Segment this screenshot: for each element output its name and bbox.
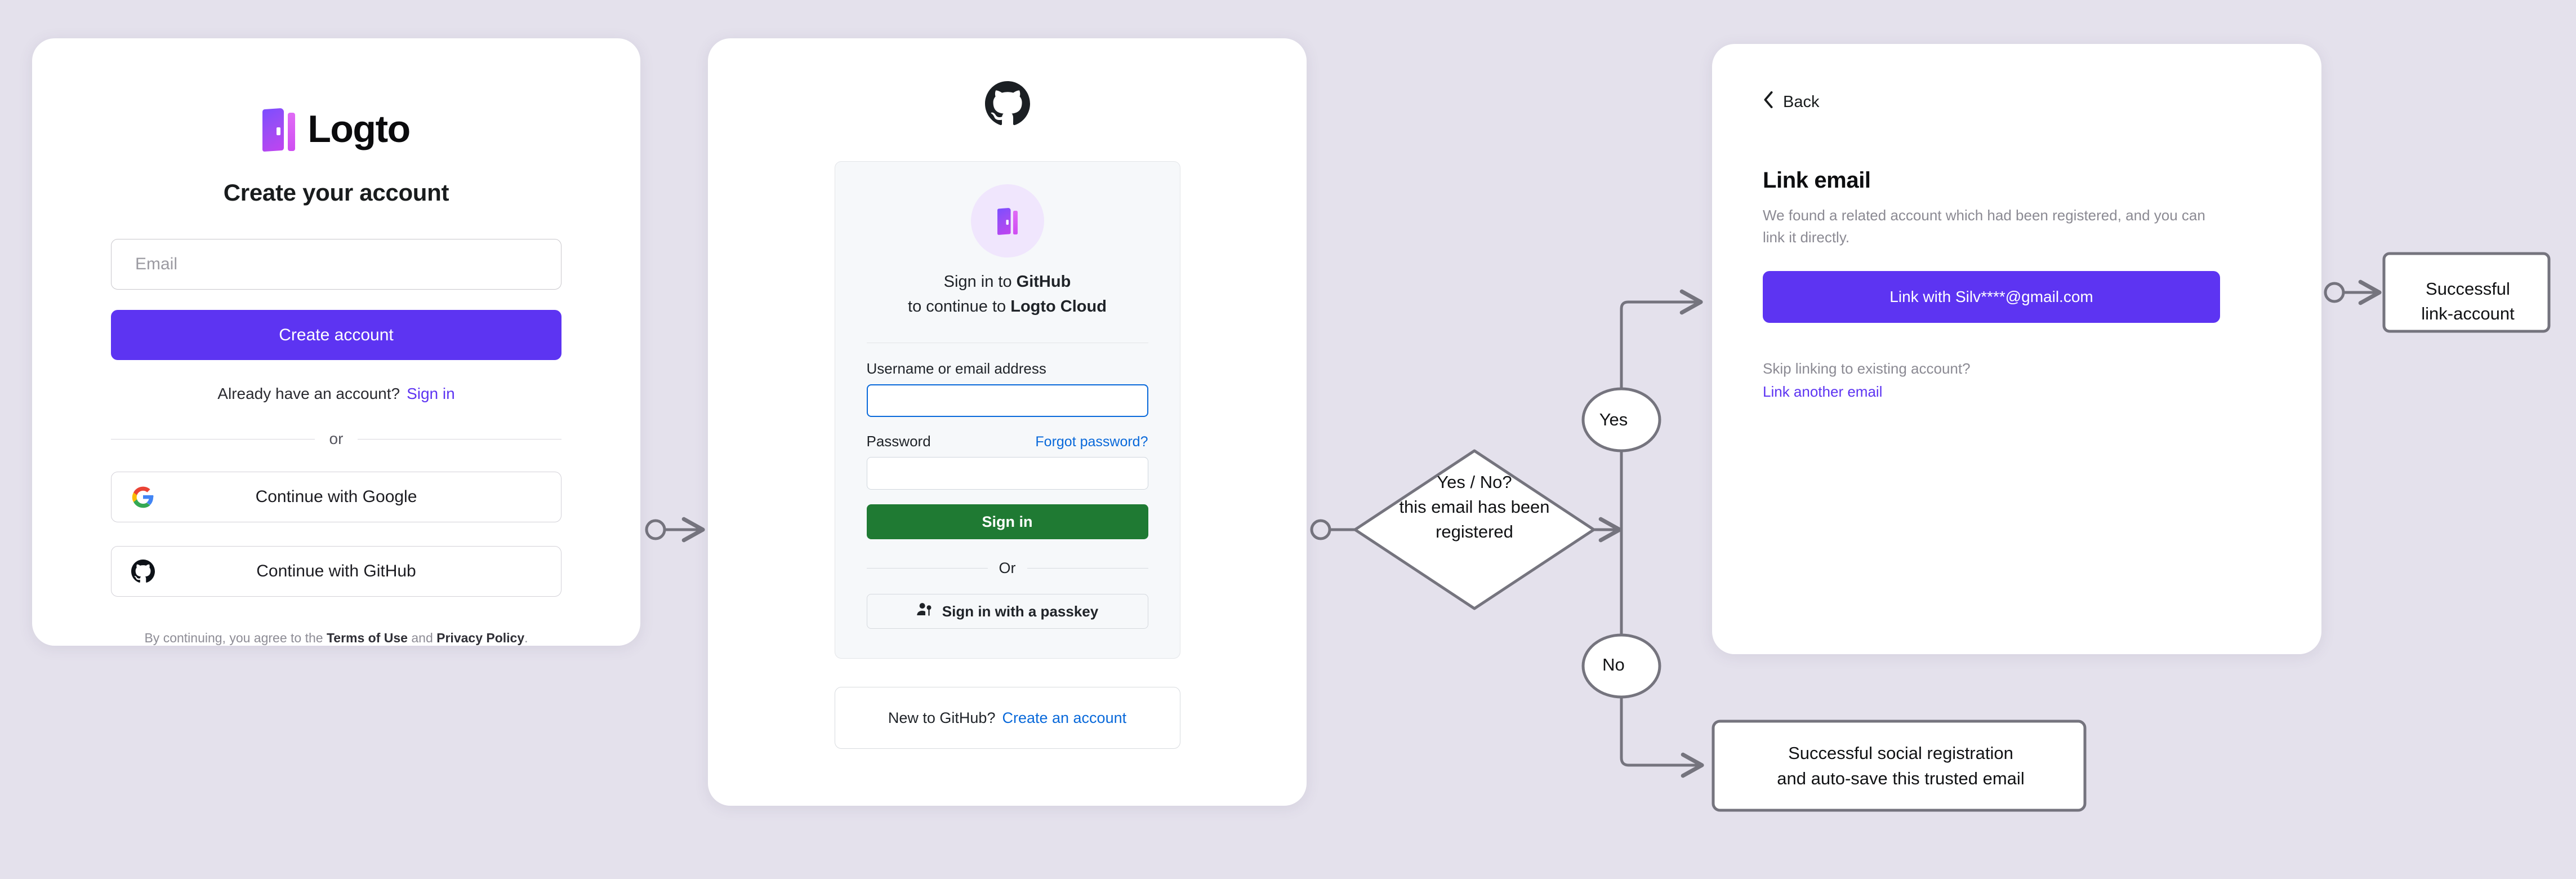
- link-email-description: We found a related account which had bee…: [1763, 207, 2205, 246]
- github-sign-in-button[interactable]: Sign in: [866, 504, 1148, 539]
- signin-line1-strong: GitHub: [1016, 273, 1071, 291]
- skip-linking-label: Skip linking to existing account?: [1763, 360, 1971, 377]
- logto-door-icon: [997, 207, 1018, 236]
- connector-github-to-decision: [1310, 519, 1362, 540]
- create-account-button[interactable]: Create account: [111, 309, 561, 361]
- github-signin-heading: Sign in to GitHub to continue to Logto C…: [908, 270, 1107, 319]
- github-icon: [984, 81, 1030, 126]
- username-label: Username or email address: [866, 360, 1046, 377]
- divider-rule-right: [358, 438, 561, 440]
- back-label: Back: [1783, 92, 1820, 111]
- create-an-account-link[interactable]: Create an account: [1002, 709, 1127, 726]
- github-button-label: Continue with GitHub: [256, 562, 416, 581]
- page-title: Create your account: [223, 179, 449, 206]
- email-input[interactable]: Email: [111, 239, 561, 290]
- username-label-row: Username or email address: [867, 360, 1148, 378]
- terms-suffix: .: [524, 631, 528, 645]
- success-link-line-2: link-account: [2421, 304, 2515, 323]
- already-have-account-row: Already have an account? Sign in: [217, 385, 454, 403]
- decision-line-3: registered: [1436, 522, 1513, 541]
- password-input[interactable]: [866, 457, 1148, 490]
- password-label-row: Password Forgot password?: [867, 433, 1148, 450]
- success-social-registration-label: Successful social registration and auto-…: [1718, 721, 2084, 811]
- divider-label: or: [329, 430, 344, 448]
- google-icon: [131, 485, 155, 509]
- connector-logto-to-github: [645, 517, 705, 543]
- sign-in-with-passkey-button[interactable]: Sign in with a passkey: [866, 594, 1148, 629]
- continue-with-github-button[interactable]: Continue with GitHub: [111, 546, 561, 597]
- terms-of-use-link[interactable]: Terms of Use: [326, 631, 408, 645]
- yes-label: Yes: [1599, 410, 1628, 429]
- terms-text: By continuing, you agree to the Terms of…: [144, 631, 528, 646]
- divider-rule-left: [866, 568, 988, 569]
- logto-wordmark: Logto: [307, 108, 411, 150]
- forgot-password-link[interactable]: Forgot password?: [1035, 434, 1148, 450]
- back-button[interactable]: Back: [1763, 91, 2271, 113]
- signin-line2-prefix: to continue to: [908, 297, 1011, 316]
- github-icon: [131, 559, 155, 584]
- divider-label: Or: [999, 560, 1016, 576]
- terms-middle: and: [407, 631, 437, 645]
- already-have-account-text: Already have an account?: [217, 385, 400, 403]
- new-to-github-text: New to GitHub?: [888, 709, 996, 726]
- logto-app-avatar: [970, 184, 1044, 258]
- decision-label: Yes / No? this email has been registered: [1356, 456, 1593, 558]
- email-placeholder: Email: [135, 254, 178, 273]
- logto-register-card: Logto Create your account Email Create a…: [32, 38, 640, 646]
- link-email-title: Link email: [1763, 168, 1871, 193]
- privacy-policy-link[interactable]: Privacy Policy: [436, 631, 525, 645]
- github-signin-panel: Sign in to GitHub to continue to Logto C…: [834, 161, 1180, 659]
- logto-door-icon: [262, 107, 296, 152]
- no-label: No: [1602, 655, 1625, 674]
- success-social-line-1: Successful social registration: [1788, 743, 2013, 763]
- terms-prefix: By continuing, you agree to the: [144, 631, 327, 645]
- decision-line-2: this email has been: [1399, 496, 1550, 517]
- divider-or: or: [111, 430, 561, 448]
- continue-with-google-button[interactable]: Continue with Google: [111, 472, 561, 523]
- google-button-label: Continue with Google: [255, 487, 417, 507]
- sign-in-link[interactable]: Sign in: [407, 385, 455, 403]
- success-social-line-2: and auto-save this trusted email: [1777, 769, 2025, 788]
- logto-logo: Logto: [262, 107, 411, 152]
- chevron-left-icon: [1763, 91, 1774, 113]
- github-signin-card: Sign in to GitHub to continue to Logto C…: [708, 38, 1307, 806]
- link-email-card: Back Link email We found a related accou…: [1712, 44, 2321, 654]
- new-to-github-panel: New to GitHub? Create an account: [834, 687, 1180, 749]
- divider-rule-right: [1027, 568, 1148, 569]
- passkey-button-label: Sign in with a passkey: [942, 602, 1099, 620]
- github-divider-or: Or: [866, 560, 1148, 577]
- success-link-line-1: Successful: [2426, 278, 2510, 299]
- success-link-account-label: Successful link-account: [2383, 254, 2552, 349]
- username-input[interactable]: [866, 384, 1148, 417]
- signin-line1-prefix: Sign in to: [943, 273, 1017, 291]
- link-with-email-button[interactable]: Link with Silv****@gmail.com: [1763, 271, 2220, 323]
- password-label: Password: [866, 433, 931, 450]
- link-another-email-link[interactable]: Link another email: [1763, 383, 1883, 400]
- divider-rule-left: [111, 438, 315, 440]
- passkey-person-key-icon: [916, 601, 933, 622]
- decision-line-1: Yes / No?: [1437, 472, 1512, 492]
- signin-line2-strong: Logto Cloud: [1010, 297, 1107, 316]
- connector-link-to-success: [2324, 279, 2382, 305]
